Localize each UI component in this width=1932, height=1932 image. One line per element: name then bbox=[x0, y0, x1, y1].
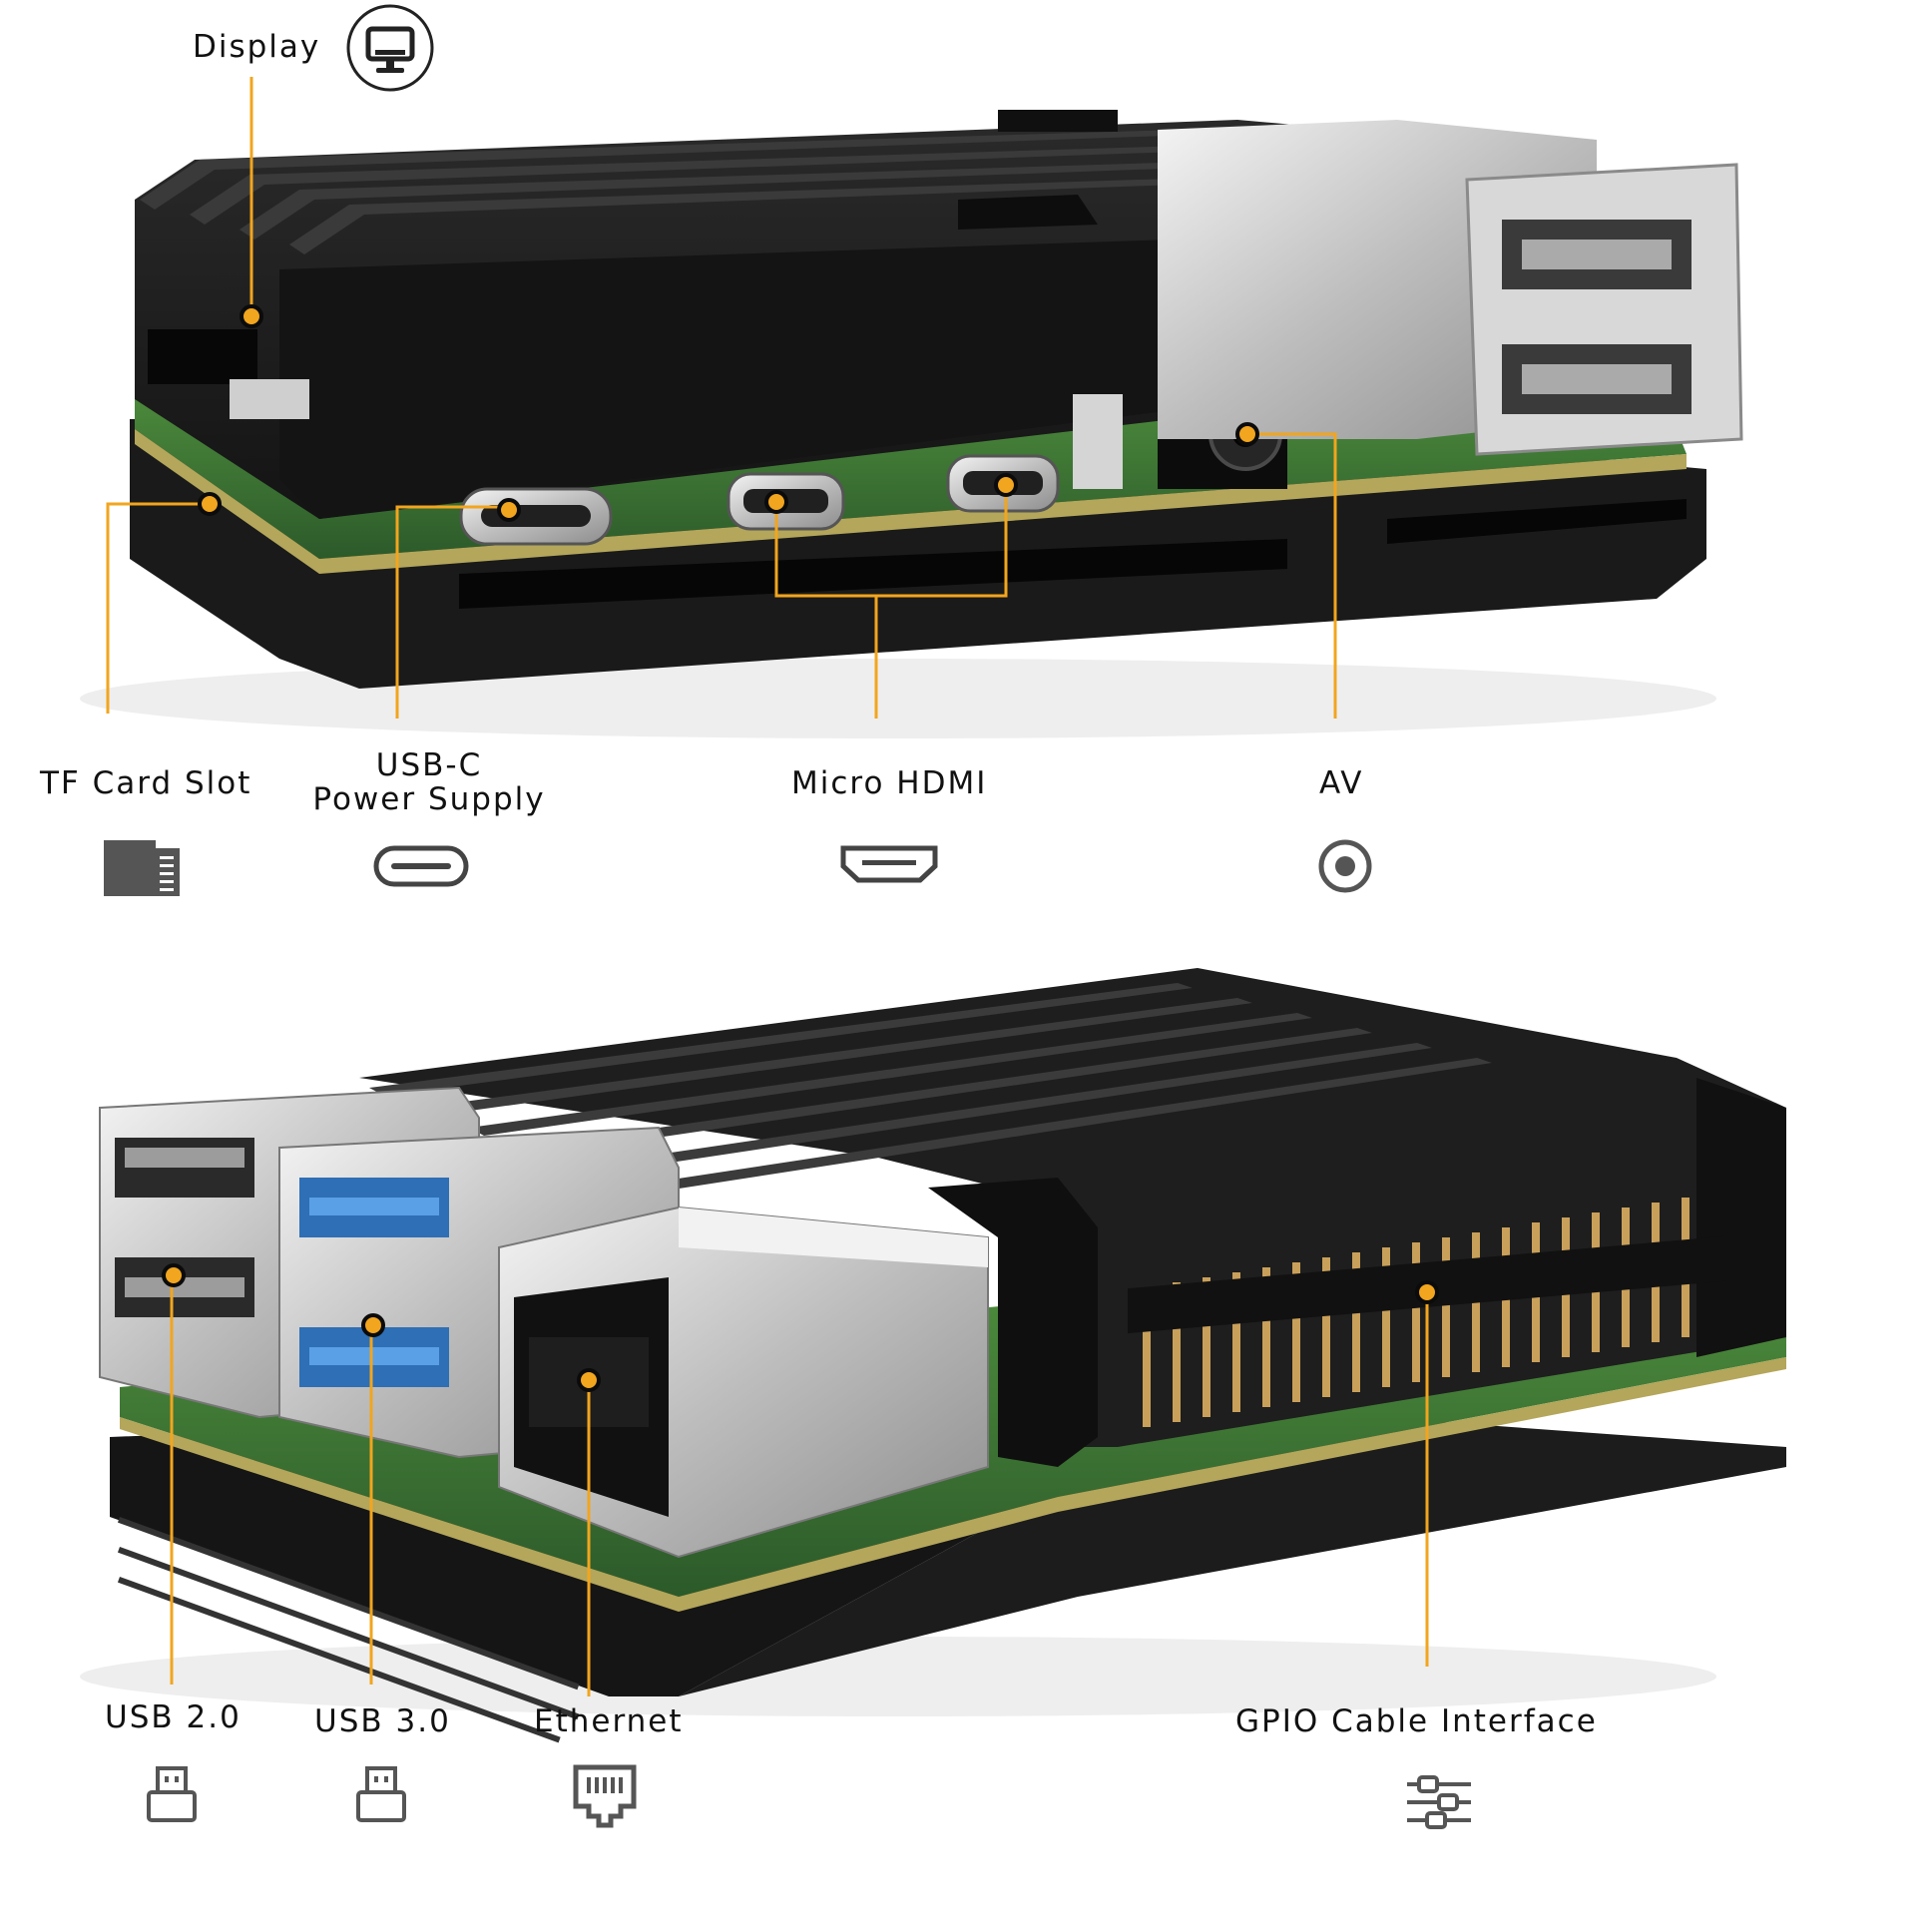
ethernet-label: Ethernet bbox=[534, 1703, 684, 1739]
usb-c-label-line2: Power Supply bbox=[312, 781, 546, 817]
display-label: Display bbox=[193, 29, 321, 65]
ethernet-icon bbox=[573, 1764, 637, 1828]
tf-card-slot-label: TF Card Slot bbox=[40, 765, 252, 801]
usb-2-label: USB 2.0 bbox=[105, 1699, 242, 1735]
callout-lines bbox=[106, 77, 1439, 1696]
usb-c-label: USB-C Power Supply bbox=[299, 748, 559, 816]
usb-c-icon bbox=[373, 844, 469, 888]
monitor-icon bbox=[344, 2, 436, 94]
sd-card-icon bbox=[102, 838, 182, 898]
av-label: AV bbox=[1319, 765, 1364, 801]
micro-hdmi-label: Micro HDMI bbox=[791, 765, 988, 801]
usb-3-label: USB 3.0 bbox=[314, 1703, 451, 1739]
usb-c-label-line1: USB-C bbox=[375, 747, 483, 783]
gpio-icon bbox=[1405, 1774, 1473, 1830]
usb-icon bbox=[355, 1766, 407, 1824]
usb-icon bbox=[146, 1766, 198, 1824]
audio-jack-icon bbox=[1317, 838, 1373, 894]
gpio-label: GPIO Cable Interface bbox=[1235, 1703, 1598, 1739]
hdmi-icon bbox=[840, 844, 938, 884]
bottom-case bbox=[80, 968, 1786, 1743]
top-case bbox=[80, 110, 1743, 738]
